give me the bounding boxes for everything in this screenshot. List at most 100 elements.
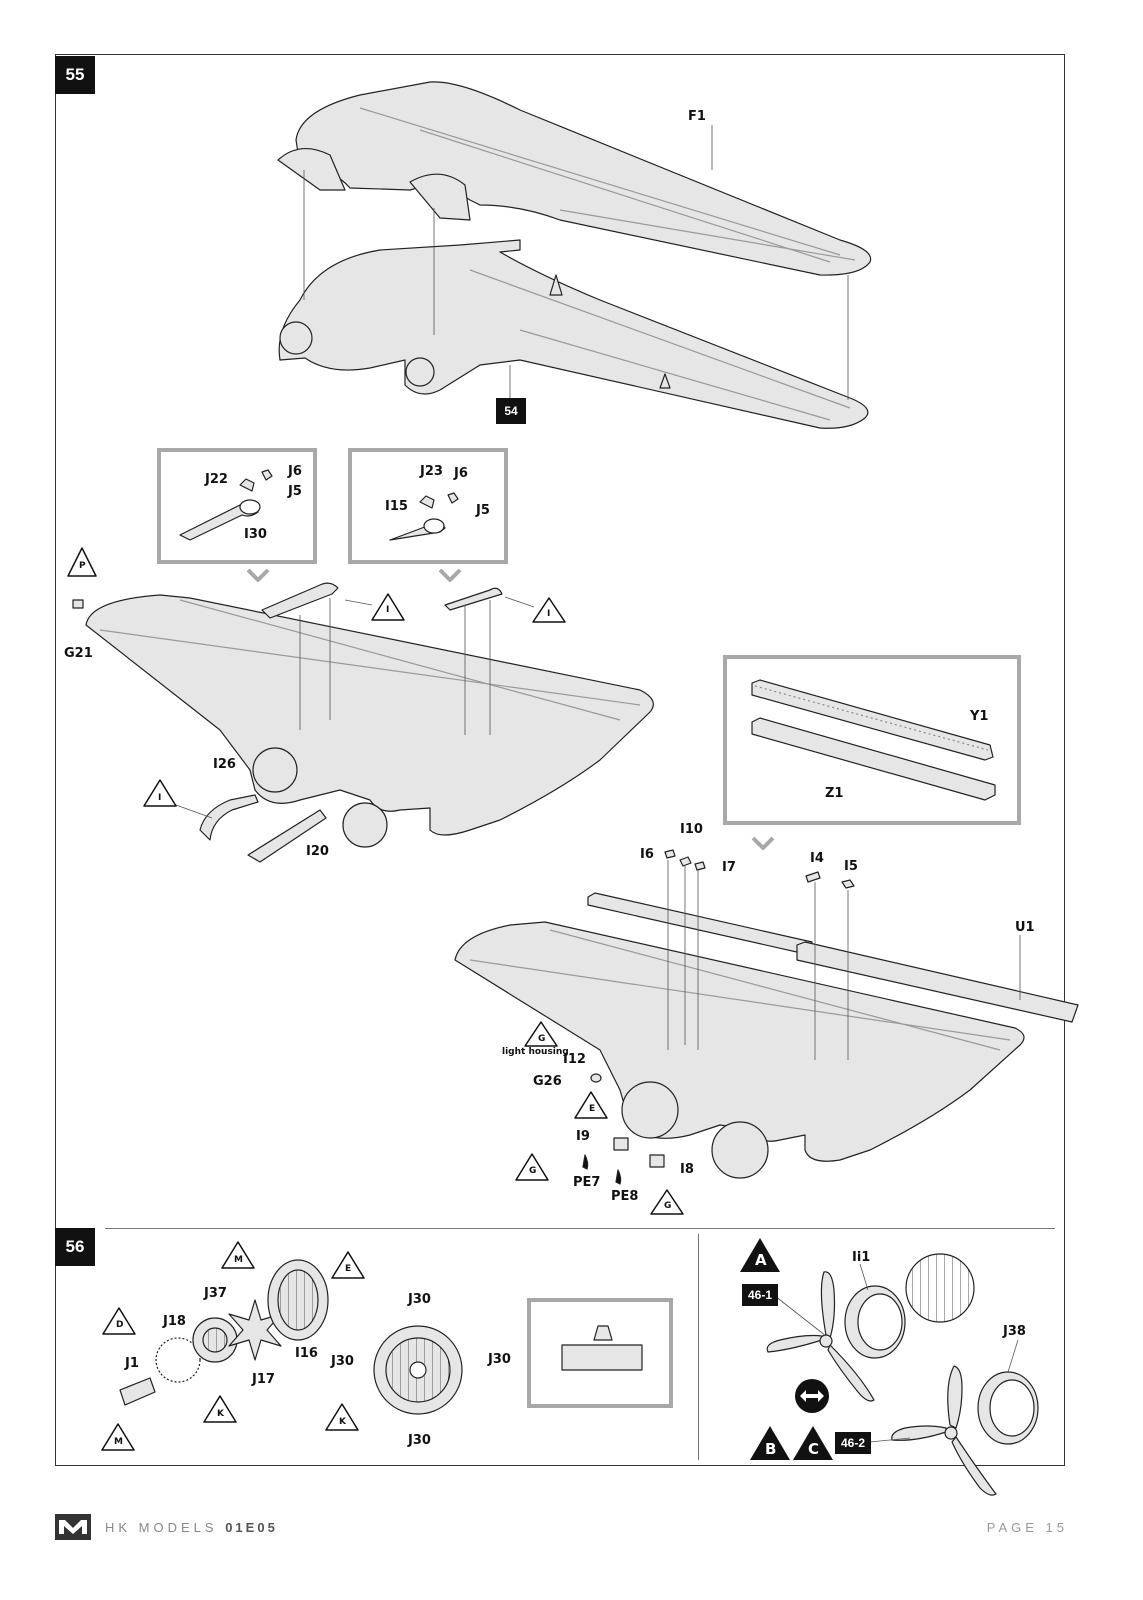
label-m-2: M (114, 1437, 123, 1447)
gear-leg-i15 (389, 492, 459, 541)
footer-page-number: PAGE 15 (986, 1520, 1068, 1535)
label-j23: J23 (420, 464, 443, 479)
label-z1: Z1 (825, 786, 844, 801)
label-k-1: K (217, 1409, 224, 1419)
inset-engine-detail (527, 1298, 673, 1408)
label-j6-b: J6 (454, 466, 468, 481)
footer-code: 01E05 (225, 1520, 278, 1535)
flap-parts-y1-z1 (751, 679, 996, 801)
label-i20: I20 (306, 844, 329, 859)
callout-triangle-k1 (203, 1395, 237, 1423)
engine-parts-step56 (119, 1259, 643, 1415)
callout-triangle-i3 (143, 779, 177, 807)
page-frame (55, 54, 1065, 1466)
label-i26: I26 (213, 757, 236, 772)
callout-triangle-m2 (101, 1423, 135, 1451)
label-i-1: I (386, 605, 390, 615)
label-j38: J38 (1003, 1324, 1026, 1339)
label-pe8: PE8 (611, 1189, 639, 1204)
label-j30-top: J30 (408, 1292, 431, 1307)
label-j5-a: J5 (288, 484, 302, 499)
callout-triangle-p (67, 547, 97, 577)
label-i6: I6 (640, 847, 654, 862)
label-i12: I12 (563, 1052, 586, 1067)
label-p: P (79, 561, 86, 571)
label-g26: G26 (533, 1074, 562, 1089)
callout-triangle-e (574, 1091, 608, 1119)
label-j6-a: J6 (288, 464, 302, 479)
label-e: E (589, 1104, 596, 1114)
left-wing-assembly (72, 582, 654, 863)
swap-icon (795, 1379, 829, 1413)
callout-triangle-i1 (371, 593, 405, 621)
label-m-1: M (234, 1255, 243, 1265)
right-wing-assembly (454, 849, 1079, 1185)
label-j30-right: J30 (488, 1352, 511, 1367)
label-j37: J37 (204, 1286, 227, 1301)
ref-46-1: 46-1 (742, 1284, 778, 1306)
inset-flap-detail (723, 655, 1021, 825)
inset-left-gear-detail (157, 448, 317, 564)
callout-triangle-i2 (532, 597, 566, 623)
version-triangle-a (740, 1238, 780, 1272)
label-i5: I5 (844, 859, 858, 874)
label-u1: U1 (1015, 920, 1035, 935)
propellers-step56 (766, 1253, 1039, 1496)
label-i15: I15 (385, 499, 408, 514)
label-j30-bottom: J30 (408, 1433, 431, 1448)
label-g-2: G (529, 1166, 537, 1176)
callout-triangle-k2 (325, 1403, 359, 1431)
inset-right-gear-detail (348, 448, 508, 564)
label-j5-b: J5 (476, 503, 490, 518)
label-j30-left: J30 (331, 1354, 354, 1369)
ref-46-2: 46-2 (835, 1432, 871, 1454)
label-e-2: E (345, 1264, 352, 1274)
ref-step-54: 54 (496, 398, 526, 424)
label-i16: I16 (295, 1346, 318, 1361)
label-f1: F1 (688, 109, 706, 124)
footer-brand: HK MODELS 01E05 (105, 1520, 278, 1535)
step-56-badge: 56 (55, 1228, 95, 1266)
callout-triangle-g3 (650, 1189, 684, 1215)
label-j17: J17 (252, 1372, 275, 1387)
step-55-badge: 55 (55, 56, 95, 94)
label-version-c: C (808, 1440, 820, 1458)
label-version-a: A (755, 1251, 767, 1269)
callout-triangle-e2 (331, 1251, 365, 1279)
label-g-3: G (664, 1201, 672, 1211)
label-d: D (116, 1320, 124, 1330)
label-i-2: I (547, 609, 551, 619)
label-i8: I8 (680, 1162, 694, 1177)
label-light-housing: light housing (502, 1047, 569, 1057)
callout-triangle-d (102, 1307, 136, 1335)
label-y1: Y1 (970, 709, 989, 724)
gear-leg-i30 (179, 469, 273, 541)
hk-models-logo (55, 1514, 91, 1540)
callout-triangle-m1 (221, 1241, 255, 1269)
step-divider (105, 1228, 1055, 1229)
lower-wing-assembly (278, 239, 869, 429)
label-j22: J22 (205, 472, 228, 487)
label-j18: J18 (163, 1314, 186, 1329)
step56-divider (698, 1234, 699, 1460)
label-g-1: G (538, 1034, 546, 1044)
footer-brand-name: HK MODELS (105, 1520, 218, 1535)
label-g21: G21 (64, 646, 93, 661)
label-k-2: K (339, 1417, 346, 1427)
version-triangle-b (750, 1426, 790, 1460)
label-i4: I4 (810, 851, 824, 866)
label-i30: I30 (244, 527, 267, 542)
version-triangle-c (793, 1426, 833, 1460)
label-i-3: I (158, 793, 162, 803)
label-i9: I9 (576, 1129, 590, 1144)
label-j1: J1 (125, 1356, 139, 1371)
label-ii1: Ii1 (852, 1250, 871, 1265)
label-pe7: PE7 (573, 1175, 601, 1190)
callout-triangle-g2 (515, 1153, 549, 1181)
label-i10: I10 (680, 822, 703, 837)
callout-triangle-g1 (524, 1021, 558, 1047)
label-version-b: B (765, 1440, 777, 1458)
label-i7: I7 (722, 860, 736, 875)
upper-wing-f1 (277, 81, 872, 276)
